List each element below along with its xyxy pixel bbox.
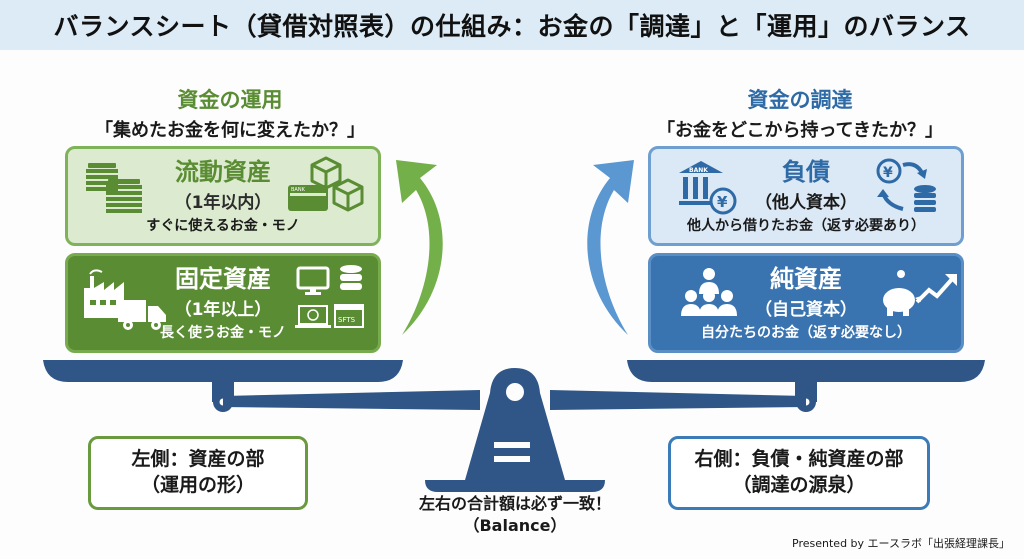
title-bar: バランスシート（貸借対照表）の仕組み：お金の「調達」と「運用」のバランス: [0, 0, 1024, 50]
scale-beam: [223, 390, 480, 410]
svg-text:BANK: BANK: [291, 187, 306, 193]
left-question: 「集めたお金を何に変えたか？」: [95, 120, 365, 141]
svg-text:BANK: BANK: [689, 167, 708, 174]
svg-text:SFTS: SFTS: [338, 316, 356, 324]
equals-sign-top: [494, 442, 530, 448]
blue-curved-arrow: [587, 160, 634, 335]
card-name: 流動資産: [175, 158, 271, 186]
right-heading: 資金の調達: [747, 88, 853, 112]
left-heading: 資金の運用: [177, 88, 283, 112]
bank-yen-icon: BANK ¥: [679, 161, 737, 215]
cash-stack-icon: [86, 163, 142, 213]
assets-summary-line2: （運用の形）: [140, 474, 255, 496]
balance-note-line1: 左右の合計額は必ず一致！: [418, 494, 611, 513]
card-name: 固定資産: [175, 265, 271, 293]
card-desc: すぐに使えるお金・モノ: [146, 218, 300, 234]
boxes-icon: [310, 156, 364, 212]
right-section-header: 資金の調達 「お金をどこから持ってきたか？」: [630, 84, 970, 142]
card-sub: （他人資本）: [755, 193, 857, 214]
page-title: バランスシート（貸借対照表）の仕組み：お金の「調達」と「運用」のバランス: [53, 12, 971, 41]
truck-icon: [118, 300, 166, 330]
scale-fulcrum: [425, 368, 605, 492]
factory-icon: [84, 269, 124, 318]
current-assets-card: 流動資産 （1年以内） すぐに使えるお金・モノ BANK: [65, 146, 381, 246]
yen-cycle-coins-icon: ¥: [876, 158, 936, 212]
card-desc: 他人から借りたお金（返す必要あり）: [687, 218, 925, 234]
liabilities-equity-summary-box: 右側：負債・純資産の部 （調達の源泉）: [668, 436, 930, 510]
equity-card: 純資産 （自己資本） 自分たちのお金（返す必要なし）: [648, 253, 964, 353]
software-icon: SFTS: [334, 304, 364, 328]
liabilities-card: 負債 （他人資本） 他人から借りたお金（返す必要あり） BANK ¥ ¥: [648, 146, 964, 246]
monitor-icon: [296, 266, 330, 295]
left-section-header: 資金の運用 「集めたお金を何に変えたか？」: [60, 84, 400, 142]
green-curved-arrow: [396, 160, 443, 335]
assets-summary-box: 左側：資産の部 （運用の形）: [88, 436, 308, 510]
people-group-icon: [681, 268, 737, 316]
card-desc: 自分たちのお金（返す必要なし）: [701, 325, 911, 341]
liabilities-summary-line1: 右側：負債・純資産の部: [694, 448, 904, 471]
bank-card-icon: BANK: [288, 185, 328, 211]
liabilities-summary-line2: （調達の源泉）: [732, 474, 866, 496]
trend-up-icon: [915, 274, 957, 304]
card-sub: （1年以上）: [174, 300, 272, 321]
left-scale-pan: [43, 360, 403, 382]
credit-text: Presented by エースラボ「出張経理課長」: [792, 537, 1010, 550]
card-name: 負債: [782, 158, 830, 186]
assets-summary-line1: 左側：資産の部: [131, 448, 265, 471]
balance-note-line2: （Balance）: [463, 516, 567, 536]
card-desc: 長く使うお金・モノ: [160, 325, 286, 341]
svg-text:¥: ¥: [717, 193, 728, 211]
svg-text:¥: ¥: [883, 165, 893, 181]
right-scale-pan: [627, 360, 985, 382]
fixed-assets-card: 固定資産 （1年以上） 長く使うお金・モノ SFTS: [65, 253, 381, 353]
card-name: 純資産: [770, 265, 842, 293]
balance-note: 左右の合計額は必ず一致！ （Balance）: [380, 493, 650, 538]
card-sub: （自己資本）: [755, 300, 857, 321]
laptop-icon: [295, 305, 331, 328]
card-sub: （1年以内）: [174, 193, 272, 214]
right-question: 「お金をどこから持ってきたか？」: [656, 120, 944, 141]
database-icon: [340, 265, 362, 290]
piggy-bank-icon: [883, 270, 921, 316]
equals-sign-bottom: [494, 456, 530, 462]
